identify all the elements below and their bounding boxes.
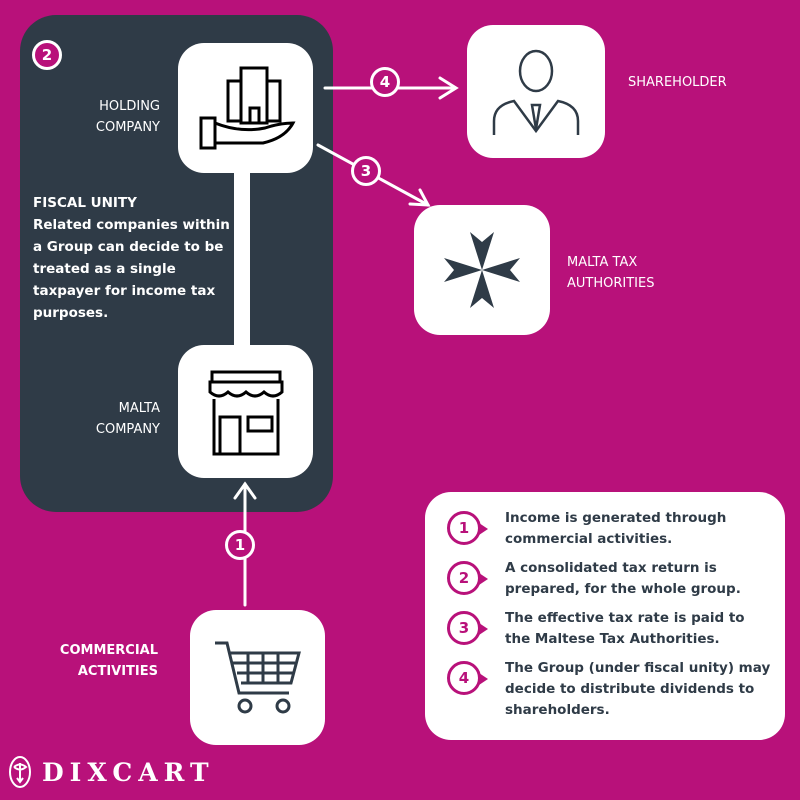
legend-text: Income is generated through commercial a…: [505, 510, 727, 547]
legend-number: 2: [447, 561, 488, 595]
tax-authorities-box: [414, 205, 550, 335]
shop-icon: [208, 370, 283, 455]
legend-number: 1: [447, 511, 488, 545]
group-connector: [234, 170, 250, 350]
legend-text: A consolidated tax return is prepared, f…: [505, 560, 741, 597]
step-badge-1: 1: [225, 530, 255, 560]
commercial-activities-box: [190, 610, 325, 745]
holding-company-box: [178, 43, 313, 173]
dixcart-logo: DIXCART: [8, 755, 215, 789]
steps-legend: 1 Income is generated through commercial …: [425, 492, 785, 740]
legend-item: 2 A consolidated tax return is prepared, …: [447, 558, 771, 600]
legend-item: 4 The Group (under fiscal unity) may deci…: [447, 658, 771, 721]
step-badge-4: 4: [370, 67, 400, 97]
tax-authorities-label: MALTA TAX AUTHORITIES: [567, 255, 655, 291]
malta-company-label: MALTA COMPANY: [95, 401, 160, 437]
fiscal-unity-description: Related companies within a Group can dec…: [33, 217, 230, 321]
legend-text: The effective tax rate is paid to the Ma…: [505, 610, 745, 647]
shopping-cart-icon: [214, 641, 301, 713]
maltese-cross-icon: [444, 232, 520, 308]
step-badge-3: 3: [351, 156, 381, 186]
businessman-icon: [492, 49, 580, 135]
holding-company-label: HOLDING COMPANY: [95, 99, 160, 135]
brand-name: DIXCART: [42, 757, 215, 787]
legend-item: 3 The effective tax rate is paid to the M…: [447, 608, 771, 650]
commercial-activities-label: COMMERCIAL ACTIVITIES: [59, 643, 158, 679]
fiscal-unity-text: FISCAL UNITY Related companies within a …: [33, 192, 233, 324]
legend-number: 4: [447, 661, 488, 695]
shareholder-box: [467, 25, 605, 158]
step-badge-2: 2: [32, 40, 62, 70]
legend-number: 3: [447, 611, 488, 645]
legend-item: 1 Income is generated through commercial …: [447, 508, 771, 550]
malta-company-box: [178, 345, 313, 478]
legend-text: The Group (under fiscal unity) may decid…: [505, 660, 771, 718]
fiscal-unity-title: FISCAL UNITY: [33, 195, 137, 211]
shareholder-label: SHAREHOLDER: [628, 75, 727, 90]
building-in-hand-icon: [199, 66, 296, 150]
dixcart-emblem-icon: [9, 756, 31, 788]
